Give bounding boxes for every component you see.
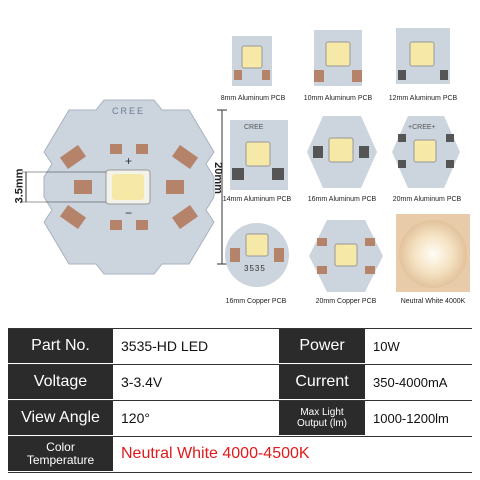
spec-row-4: Color Temperature Neutral White 4000-450… [8, 437, 472, 473]
max-light-label-line1: Max Light [300, 407, 344, 418]
caption-20mm-copper: 20mm Copper PCB [315, 298, 377, 305]
color-temp-label-line2: Temperature [26, 453, 95, 467]
variant-20mm-aluminum: +CREE+ [388, 112, 464, 192]
view-angle-value: 120° [115, 401, 275, 435]
variant-10mm [310, 26, 366, 88]
current-label: Current [279, 365, 365, 399]
spec-table: Part No. 3535-HD LED Power 10W Voltage 3… [8, 328, 472, 473]
led-dimension-label: 3.5mm [13, 168, 26, 204]
variant-8mm [228, 30, 278, 88]
caption-10mm: 10mm Aluminum PCB [303, 95, 373, 102]
view-angle-label: View Angle [8, 401, 113, 435]
board-brand: CREE [112, 106, 146, 116]
voltage-label: Voltage [8, 365, 113, 399]
variant-16mm-copper: 3535 [222, 220, 292, 290]
minus-mark: − [125, 206, 133, 220]
caption-12mm: 12mm Aluminum PCB [388, 95, 458, 102]
caption-14mm: 14mm Aluminum PCB [222, 196, 292, 203]
color-temp-label: Color Temperature [8, 437, 113, 471]
caption-16mm-aluminum: 16mm Aluminum PCB [307, 196, 377, 203]
voltage-value: 3-3.4V [115, 365, 275, 399]
variant-20mm-brand: +CREE+ [408, 124, 436, 131]
neutral-white-glow [396, 214, 470, 292]
hex-board-illustration [22, 99, 227, 275]
caption-neutral-white: Neutral White 4000K [400, 298, 466, 305]
large-led-board: CREE + − 20mm 3.5mm [13, 92, 244, 282]
spec-row-2: Voltage 3-3.4V Current 350-4000mA [8, 365, 472, 401]
variant-16mm-aluminum [303, 112, 381, 192]
plus-mark: + [125, 154, 133, 168]
variant-14mm: CREE [226, 116, 292, 192]
caption-8mm: 8mm Aluminum PCB [220, 95, 286, 102]
max-light-value: 1000-1200lm [367, 401, 472, 435]
power-label: Power [279, 329, 365, 363]
current-value: 350-4000mA [367, 365, 472, 399]
width-dimension-label: 20mm [211, 162, 224, 194]
color-temp-value: Neutral White 4000-4500K [115, 437, 472, 471]
part-no-value: 3535-HD LED [115, 329, 275, 363]
caption-20mm-aluminum: 20mm Aluminum PCB [392, 196, 462, 203]
spec-row-1: Part No. 3535-HD LED Power 10W [8, 329, 472, 365]
max-light-label-line2: Output (lm) [296, 418, 347, 429]
part-no-label: Part No. [8, 329, 113, 363]
variant-20mm-copper [305, 216, 387, 296]
variant-16mm-marking: 3535 [244, 264, 266, 273]
power-value: 10W [367, 329, 472, 363]
variant-12mm [392, 24, 454, 88]
color-temp-label-line1: Color [46, 440, 75, 454]
caption-16mm-copper: 16mm Copper PCB [225, 298, 287, 305]
variant-14mm-brand: CREE [244, 124, 264, 131]
max-light-label: Max Light Output (lm) [279, 401, 365, 435]
spec-row-3: View Angle 120° Max Light Output (lm) 10… [8, 401, 472, 437]
